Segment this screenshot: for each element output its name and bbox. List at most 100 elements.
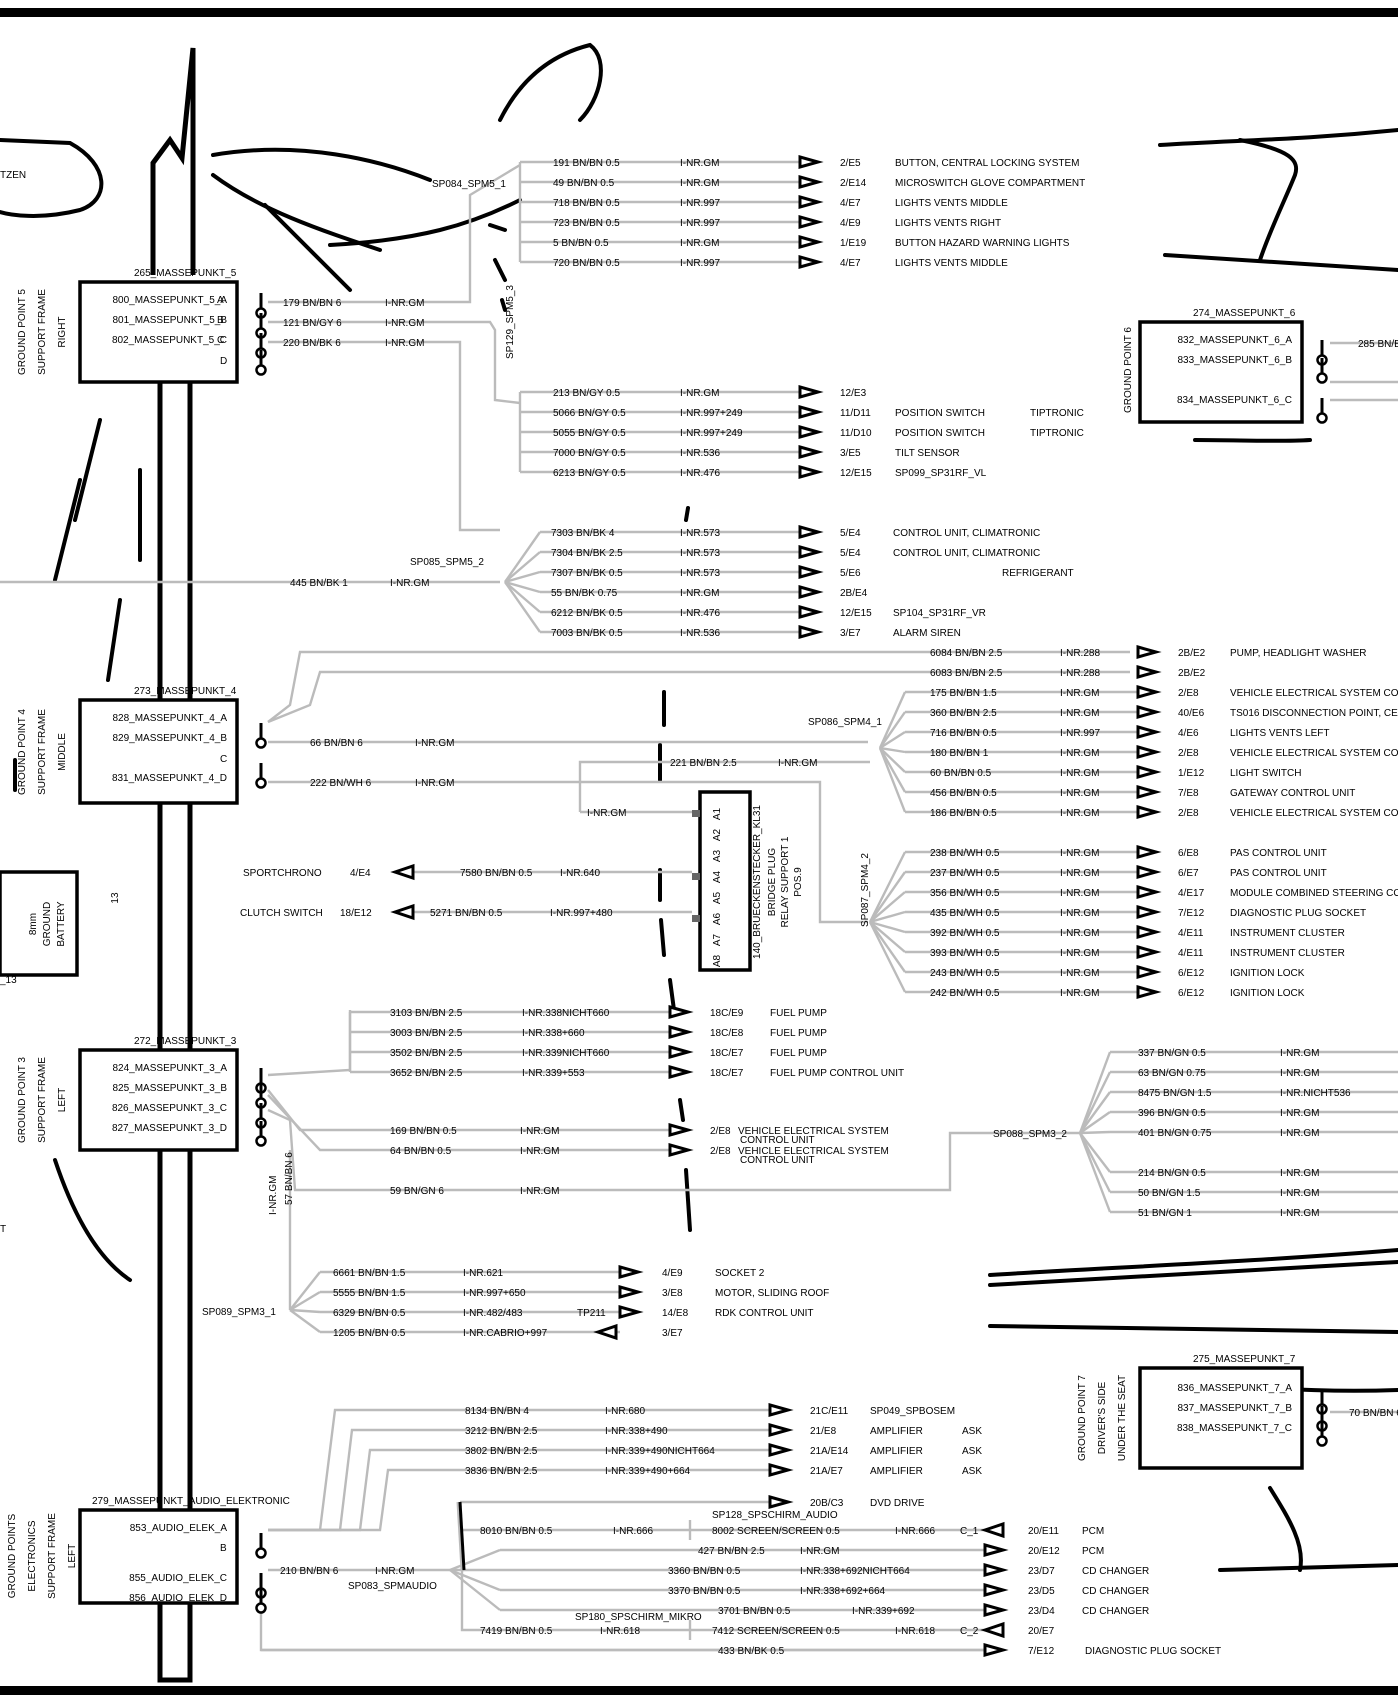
g10-row-2-desc: AMPLIFIER	[870, 1446, 923, 1457]
ground-pin-letter: A	[217, 295, 224, 306]
trunk-64	[267, 1094, 670, 1152]
ground-block-gp4	[78, 698, 239, 805]
g7-row-2-wire: 3502 BN/BN 2.5	[390, 1048, 463, 1059]
g7-row-0-desc: FUEL PUMP	[770, 1008, 827, 1019]
g2-row-1-ref: 11/D11	[840, 408, 871, 419]
g6-row-6-net: I-NR.GM	[1060, 968, 1099, 979]
g7-row-3-ref: 18C/E7	[710, 1068, 744, 1079]
g11-terminal-dvd	[768, 1495, 794, 1509]
g11-row-4-wire: 3370 BN/BN 0.5	[668, 1586, 741, 1597]
bridge-plug-pin-tab-A6	[692, 915, 700, 922]
g11-terminal-7	[983, 1643, 1009, 1657]
ground-block-title: 273_MASSEPUNKT_4	[134, 686, 237, 697]
g11-row-1-net: I-NR.666	[895, 1526, 935, 1537]
g4-row-0-wire: 6084 BN/BN 2.5	[930, 648, 1003, 659]
ground-block-gp3	[78, 1048, 239, 1152]
g5-fan-2	[879, 730, 906, 750]
g5-row-3-wire: 180 BN/BN 1	[930, 748, 989, 759]
g9-fan-0	[289, 1271, 321, 1311]
g10-row-0-desc: SP049_SPBOSEM	[870, 1406, 955, 1417]
g2-row-1-net: I-NR.997+249	[680, 408, 743, 419]
g6-row-2-net: I-NR.GM	[1060, 888, 1099, 899]
g4-terminal-0	[1136, 645, 1162, 659]
g9-row-0-desc: SOCKET 2	[715, 1268, 765, 1279]
g7-row-0-wire: 3103 BN/BN 2.5	[390, 1008, 463, 1019]
g5-terminal-2	[1136, 725, 1162, 739]
g5-row-4-ref: 1/E12	[1178, 768, 1205, 779]
g8-row-6-net: I-NR.GM	[1280, 1188, 1319, 1199]
g3-row-5-wire: 7003 BN/BK 0.5	[551, 628, 623, 639]
ground-pin-label: 837_MASSEPUNKT_7_B	[1177, 1403, 1292, 1414]
g9-fan-1	[289, 1290, 321, 1312]
g5-row-1-desc: TS016 DISCONNECTION POINT, CE	[1230, 708, 1398, 719]
sport-ref: 4/E4	[350, 868, 371, 879]
ref-64: 2/E8	[710, 1146, 731, 1157]
g7-terminal-2	[668, 1045, 694, 1059]
g5-row-5-wire: 456 BN/BN 0.5	[930, 788, 997, 799]
ground-pin-letter: B	[220, 1543, 227, 1554]
ground-pin-label: 832_MASSEPUNKT_6_A	[1177, 335, 1292, 346]
ground-block-title: 272_MASSEPUNKT_3	[134, 1036, 237, 1047]
bridge-plug-block	[698, 790, 752, 972]
g2-row-0-net: I-NR.GM	[680, 388, 719, 399]
g8-fan-1	[1078, 1071, 1112, 1134]
trunk-59	[267, 1108, 1080, 1192]
g1-row-4-ref: 1/E19	[840, 238, 867, 249]
gp6-out-label: 285 BN/B	[1358, 339, 1398, 350]
g3-fan-2	[504, 570, 541, 584]
annotation-strokes	[0, 42, 1398, 1572]
bridge-plug-l1: BRIDGE PLUG	[767, 848, 778, 917]
g6-row-7-ref: 6/E12	[1178, 988, 1205, 999]
ring-lug-gp6-2	[1316, 412, 1328, 424]
g6-row-5-ref: 4/E11	[1178, 948, 1204, 959]
g3-terminal-5	[798, 625, 824, 639]
g2-row-4-ref: 12/E15	[840, 468, 872, 479]
sport-dest: SPORTCHRONO	[243, 868, 322, 879]
g7-terminal-64	[668, 1143, 694, 1157]
trunk-wire-59-label: 59 BN/GN 6	[390, 1186, 444, 1197]
ground-block-side-label: RIGHT	[57, 316, 68, 347]
ground-pin-label: 833_MASSEPUNKT_6_B	[1177, 355, 1292, 366]
g5-fan-3	[879, 746, 906, 754]
g1-row-3-ref: 4/E9	[840, 218, 861, 229]
g11-dvd-ref: 20B/C3	[810, 1498, 844, 1509]
g3-terminal-2	[798, 565, 824, 579]
g7-terminal-3	[668, 1065, 694, 1079]
g7-row-1-desc: FUEL PUMP	[770, 1028, 827, 1039]
g5-row-2-wire: 716 BN/BN 0.5	[930, 728, 997, 739]
g1-terminal-4	[798, 235, 824, 249]
g9-fan-2	[289, 1308, 321, 1314]
ground-pin-label: 827_MASSEPUNKT_3_D	[112, 1123, 227, 1134]
g5-terminal-1	[1136, 705, 1162, 719]
g2-row-3-ref: 3/E5	[840, 448, 861, 459]
battery-number: 13	[110, 892, 121, 904]
g3-row-4-ref: 12/E15	[840, 608, 872, 619]
splice-schirm-audio-label: SP128_SPSCHIRM_AUDIO	[712, 1510, 838, 1521]
g8-row-3-net: I-NR.GM	[1280, 1108, 1319, 1119]
g8-fan-4	[1079, 1130, 1111, 1135]
g1-row-0-ref: 2/E5	[840, 158, 861, 169]
splice-spm5-3-label: SP129_SPM5_3	[505, 285, 516, 359]
g3-row-1-net: I-NR.573	[680, 548, 720, 559]
g8-row-1-net: I-NR.GM	[1280, 1068, 1319, 1079]
g2-row-4-net: I-NR.476	[680, 468, 720, 479]
trunk-wire-66-label: 66 BN/BN 6	[310, 738, 363, 749]
g5-row-6-wire: 186 BN/BN 0.5	[930, 808, 997, 819]
audio-in-7419	[460, 1550, 690, 1632]
g5-row-0-net: I-NR.GM	[1060, 688, 1099, 699]
g11-row-3-desc: CD CHANGER	[1082, 1566, 1149, 1577]
g8-fan-5	[1079, 1132, 1111, 1173]
g6-terminal-4	[1136, 925, 1162, 939]
g11-terminal-3	[983, 1563, 1009, 1577]
g5-terminal-4	[1136, 765, 1162, 779]
g5-row-0-ref: 2/E8	[1178, 688, 1199, 699]
bridge-plug-pin-A2: A2	[712, 828, 723, 841]
g3-row-0-desc: CONTROL UNIT, CLIMATRONIC	[893, 528, 1040, 539]
g7-row-1-net: I-NR.338+660	[522, 1028, 585, 1039]
ground-block-side-label: SUPPORT FRAME	[37, 1057, 48, 1143]
bridge-plug-pin-A1: A1	[712, 807, 723, 820]
gp7-out-label: 70 BN/BN 6	[1349, 1408, 1398, 1419]
g5-terminal-0	[1136, 685, 1162, 699]
g1-row-4-wire: 5 BN/BN 0.5	[553, 238, 609, 249]
g2-row-2-net: I-NR.997+249	[680, 428, 743, 439]
